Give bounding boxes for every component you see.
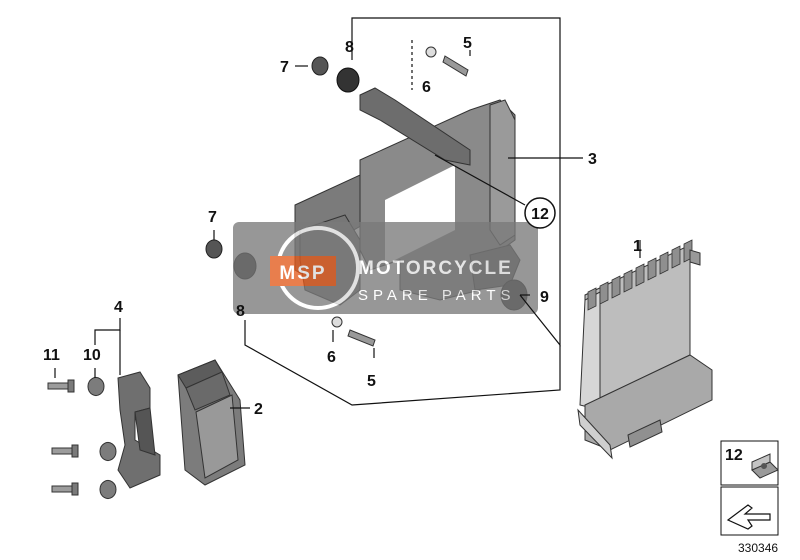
document-number: 330346 <box>738 541 778 555</box>
callout-4: 4 <box>114 299 123 316</box>
callout-7-mid: 7 <box>208 209 217 226</box>
control-unit-part <box>577 239 713 460</box>
screws-and-clips <box>47 377 117 499</box>
screw-part <box>51 480 117 499</box>
watermark-logo: MSP <box>279 263 326 284</box>
arrow-icon <box>726 504 771 530</box>
callout-5-top: 5 <box>463 35 472 52</box>
watermark-line2: SPARE PARTS <box>358 287 516 304</box>
callout-6-top: 6 <box>422 79 431 96</box>
watermark: MSP MOTORCYCLE SPARE PARTS <box>233 222 538 314</box>
inset-box-part-12: 12 <box>720 440 779 536</box>
leader-lines <box>54 17 641 409</box>
inset-callout-12: 12 <box>725 447 743 464</box>
screw-part <box>51 442 117 461</box>
callout-11: 11 <box>43 347 60 364</box>
callout-1: 1 <box>633 238 642 255</box>
callout-6-bottom: 6 <box>327 349 336 366</box>
screw-part <box>47 377 105 396</box>
small-control-unit-part <box>177 359 246 486</box>
callout-12: 12 <box>531 206 549 223</box>
callout-2: 2 <box>254 401 263 418</box>
callouts: 1 2 3 4 5 5 6 6 7 7 8 8 9 10 11 12 <box>43 35 642 418</box>
callout-5-bottom: 5 <box>367 373 376 390</box>
callout-3: 3 <box>588 151 597 168</box>
callout-12-circle <box>524 197 556 229</box>
watermark-line1: MOTORCYCLE <box>358 258 513 279</box>
holder-bracket-part <box>117 371 161 489</box>
callout-9: 9 <box>540 289 549 306</box>
callout-7-top: 7 <box>280 59 289 76</box>
callout-8-top: 8 <box>345 39 354 56</box>
callout-10: 10 <box>83 347 101 364</box>
callout-8-mid: 8 <box>236 303 245 320</box>
